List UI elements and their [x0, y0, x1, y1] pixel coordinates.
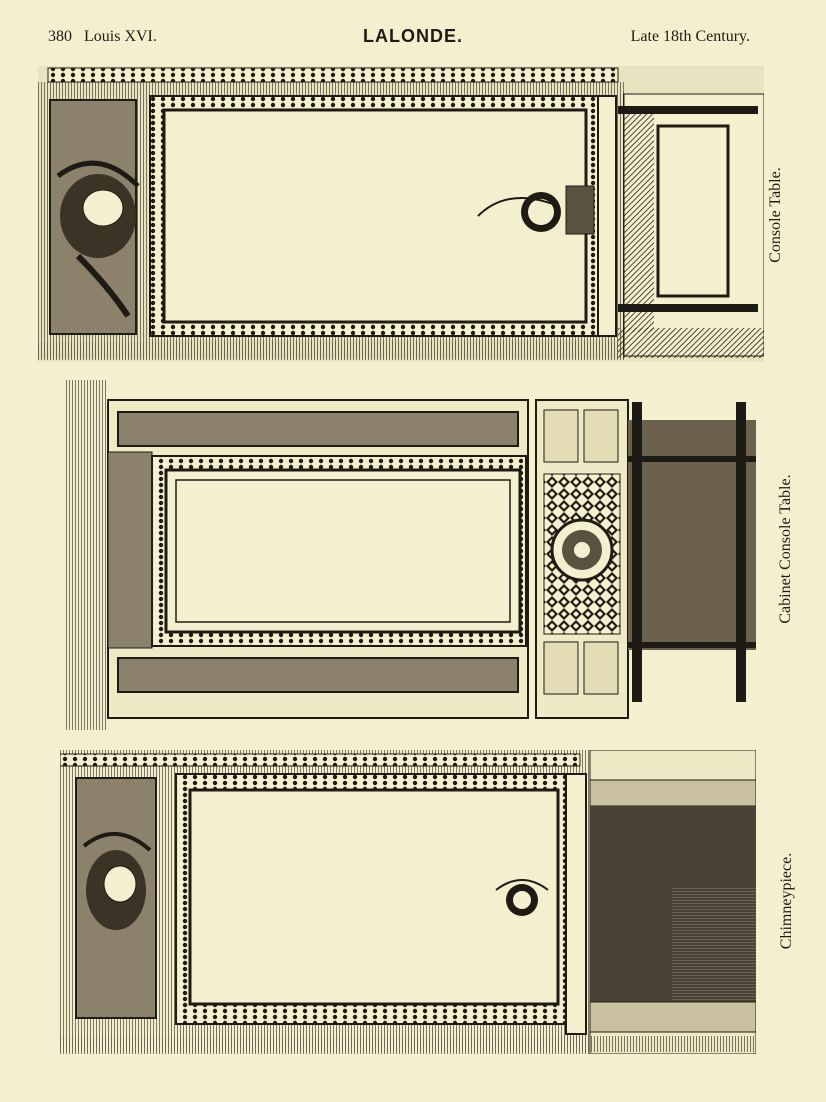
plate-console-table: Console Table.: [38, 66, 784, 362]
caption-cabinet-console-table: Cabinet Console Table.: [777, 474, 794, 624]
header-left: 380 Louis XVI.: [48, 28, 157, 46]
style-period: Louis XVI.: [84, 28, 157, 45]
medallion-icon: [550, 518, 614, 582]
caption-chimneypiece: Chimneypiece.: [778, 852, 795, 950]
page-header: 380 Louis XVI. LALONDE. Late 18th Centur…: [0, 22, 826, 52]
cabinet-console-engraving: [66, 380, 756, 730]
chimneypiece-engraving: [60, 750, 756, 1054]
designer-name: LALONDE.: [363, 26, 463, 46]
era-label: Late 18th Century.: [630, 28, 750, 45]
plate-cabinet-console-table: Cabinet Console Table.: [66, 380, 794, 730]
urn-garland-icon: [82, 831, 152, 930]
plate-chimneypiece: Chimneypiece.: [60, 750, 795, 1054]
clock-urn-icon: [477, 185, 595, 235]
caption-console-table: Console Table.: [767, 167, 784, 263]
wall-clock-icon: [495, 879, 549, 916]
page-number: 380: [48, 28, 72, 45]
trophy-ornament-icon: [56, 160, 140, 318]
console-table-engraving: [38, 66, 764, 362]
